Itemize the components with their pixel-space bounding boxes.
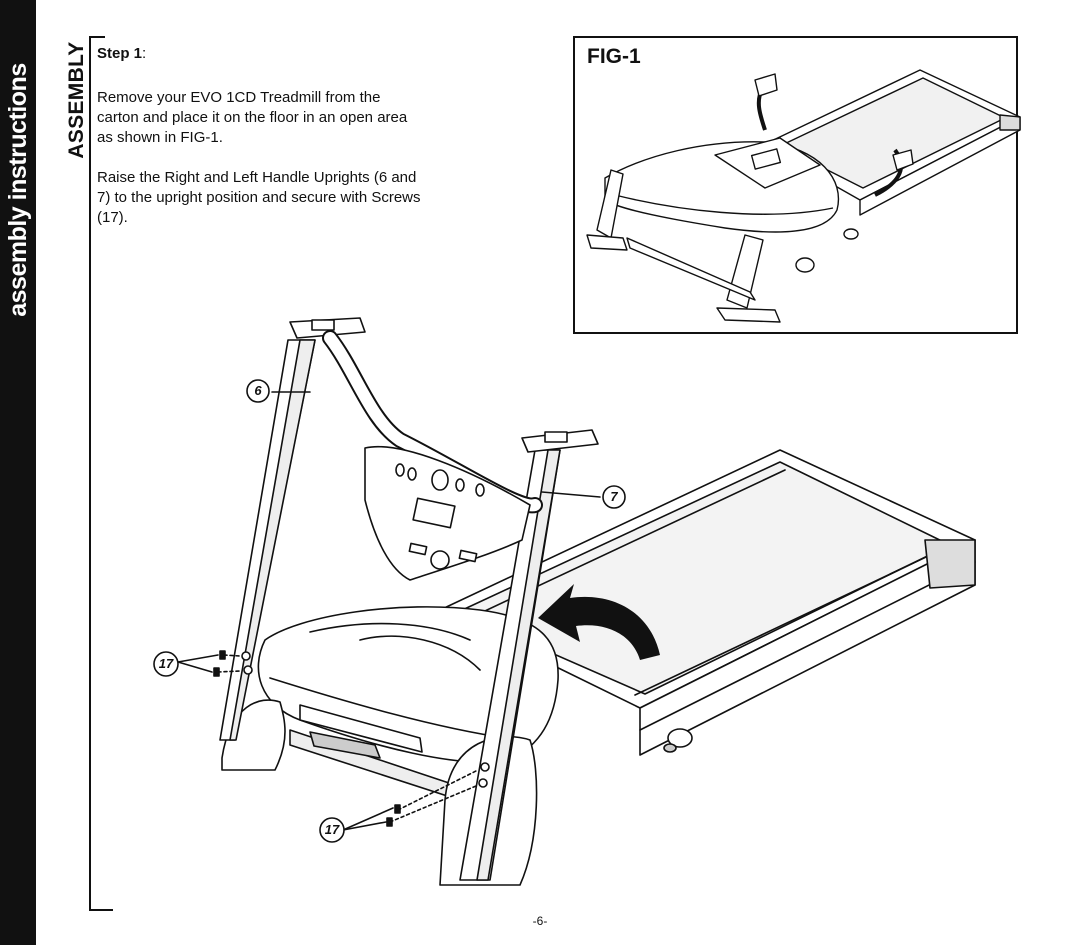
step-heading-colon: : <box>142 45 147 62</box>
section-bracket-bottom <box>89 909 113 911</box>
fig1-treadmill-illustration <box>586 69 1021 323</box>
step-heading-label: Step 1 <box>97 45 143 62</box>
fold-arrow-icon <box>538 584 660 660</box>
section-label: ASSEMBLY <box>65 41 88 159</box>
callout-7: 7 <box>610 489 618 504</box>
callout-17-bottom: 17 <box>324 822 340 837</box>
callout-circle-6 <box>246 379 270 403</box>
side-tab-text: assembly instructions <box>4 63 32 317</box>
section-bracket-vertical <box>89 36 91 911</box>
callout-17-top: 17 <box>158 656 174 671</box>
callout-circle-17-top <box>153 651 179 677</box>
section-bracket-top <box>89 36 105 38</box>
step-heading: Step 1: <box>97 44 146 64</box>
callout-6: 6 <box>254 383 262 398</box>
treadmill-illustration <box>177 317 976 886</box>
instruction-paragraph-1: Remove your EVO 1CD Treadmill from the c… <box>97 89 408 146</box>
instruction-paragraph-2: Raise the Right and Left Handle Uprights… <box>97 169 421 226</box>
figure-label: FIG-1 <box>587 45 641 68</box>
page-number: -6- <box>532 914 548 928</box>
side-tab: assembly instructions <box>0 0 36 945</box>
callout-circle-17-bottom <box>319 817 345 843</box>
figure-box <box>573 36 1018 334</box>
callout-circle-7 <box>602 485 626 509</box>
